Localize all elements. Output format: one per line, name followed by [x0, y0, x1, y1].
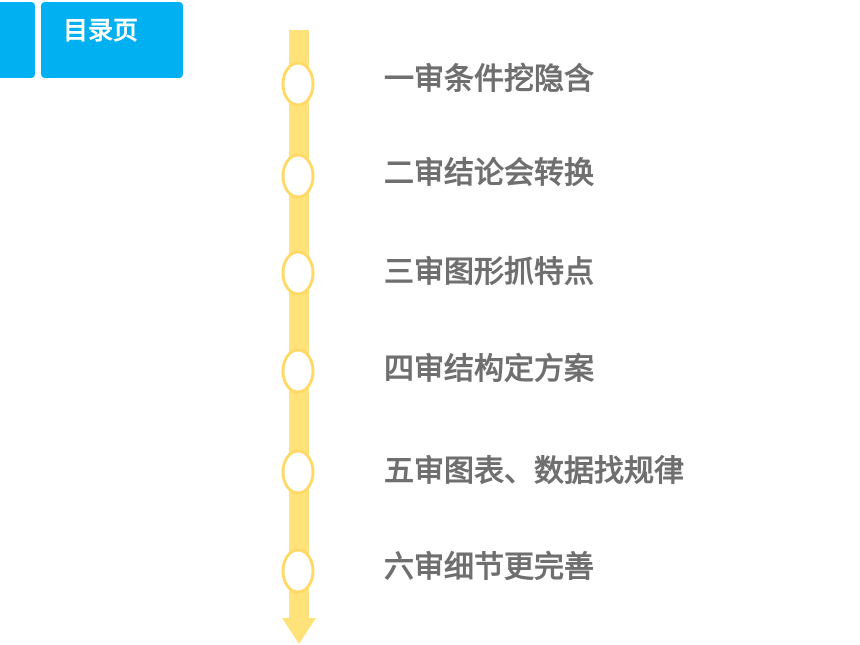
toc-item-3-label: 三审图形抓特点 [384, 255, 594, 290]
timeline-bar [289, 30, 309, 622]
toc-item-6-label: 六审细节更完善 [384, 550, 594, 585]
page-title-box: 目录页 [41, 2, 183, 78]
timeline-node-6 [281, 548, 315, 594]
timeline-arrow-head [282, 618, 316, 644]
toc-item-5-label: 五审图表、数据找规律 [384, 454, 684, 489]
timeline-node-3 [281, 250, 315, 296]
toc-item-4-label: 四审结构定方案 [384, 352, 594, 387]
timeline-node-2 [281, 153, 315, 199]
page-title: 目录页 [63, 16, 139, 45]
toc-item-2-label: 二审结论会转换 [384, 156, 594, 191]
timeline-node-1 [281, 61, 315, 107]
timeline-node-5 [281, 449, 315, 495]
header-tab-block [0, 2, 35, 78]
toc-item-1-label: 一审条件挖隐含 [384, 62, 594, 97]
timeline-node-4 [281, 348, 315, 394]
